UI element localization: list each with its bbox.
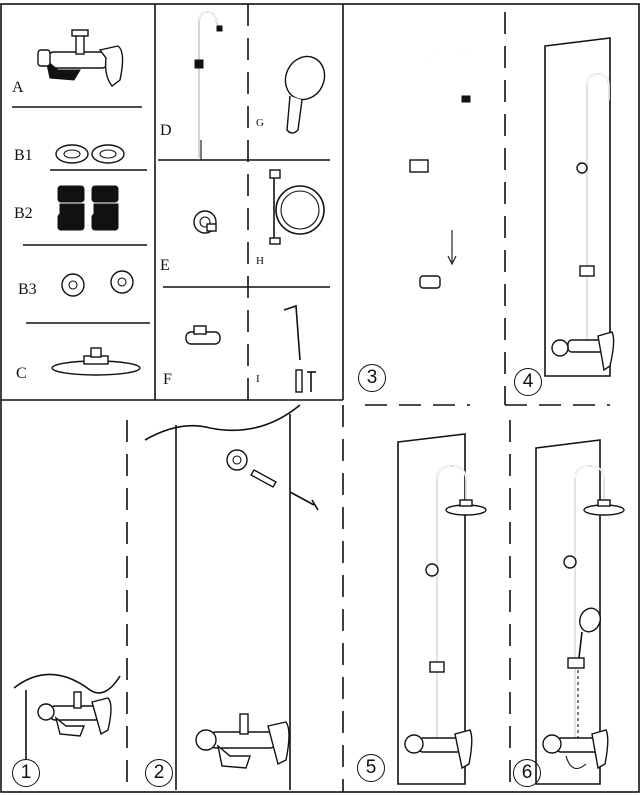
step-number-2: 2 [145,759,173,787]
part-label-a: A [12,79,24,96]
part-d-riser [194,11,223,160]
part-label-b3: B3 [18,281,37,298]
part-label-c: C [16,365,27,382]
part-e-bracket [193,210,217,234]
part-h-hose [269,169,325,245]
step6-drawing [535,439,625,785]
part-label-b2: B2 [14,205,33,222]
part-label-e: E [160,257,170,274]
part-label-f: F [163,371,172,388]
step2-drawing [144,404,319,790]
part-c-showerhead [51,347,141,376]
part-label-h: H [256,255,264,267]
part-f-holder [185,325,221,345]
part-i-tools [283,304,316,393]
step-number-6: 6 [513,759,541,787]
part-label-g: G [256,117,264,129]
step5-drawing [397,433,487,785]
frame-lines [0,3,640,793]
part-b2-fittings [57,185,119,231]
part-g-handshower [284,55,326,134]
step1-drawing [13,673,121,760]
part-label-b1: B1 [14,147,33,164]
part-b3-covers [61,270,134,297]
step-number-1: 1 [12,759,40,787]
step-number-5: 5 [357,754,385,782]
part-b1-washers [55,144,125,164]
part-a-mixer [37,29,124,87]
part-label-i: I [256,373,260,385]
step3-drawing [409,46,471,350]
step-number-3: 3 [358,364,386,392]
part-label-d: D [160,122,172,139]
step-number-4: 4 [514,368,542,396]
step4-drawing [544,37,615,377]
